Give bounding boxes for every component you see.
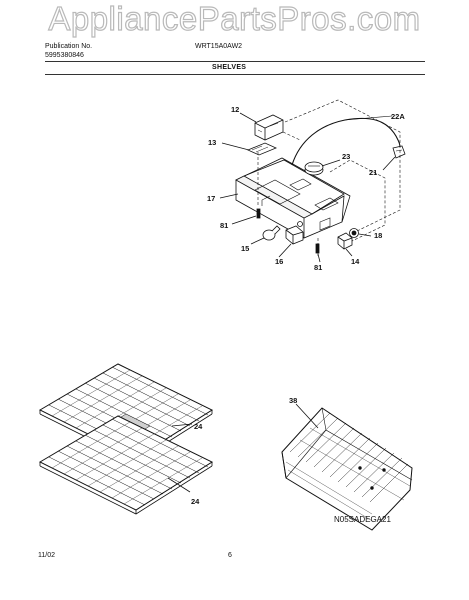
footer-date: 11/02 xyxy=(38,552,55,559)
part-16-socket xyxy=(285,225,304,245)
leader-81-right xyxy=(317,253,321,263)
callout-21: 21 xyxy=(369,168,377,177)
callout-81-right: 81 xyxy=(314,263,322,272)
header-rule-bottom xyxy=(45,74,425,75)
leader-15 xyxy=(250,237,265,245)
callout-15: 15 xyxy=(241,244,249,253)
part-12-cover xyxy=(254,114,284,141)
part-23-control-knob xyxy=(304,161,324,176)
callout-81-left: 81 xyxy=(220,221,228,230)
leader-24-upper xyxy=(171,423,193,427)
callout-18: 18 xyxy=(374,231,382,240)
part-24-wire-shelf-lower xyxy=(38,415,214,515)
leader-24-lower xyxy=(167,477,191,493)
leader-81-left xyxy=(231,215,257,225)
part-14-switch xyxy=(337,232,353,250)
leader-14 xyxy=(345,248,353,257)
callout-14: 14 xyxy=(351,257,360,266)
leader-13 xyxy=(221,142,250,151)
footer-page-number: 6 xyxy=(228,552,232,559)
part-17-light-housing xyxy=(235,157,351,239)
watermark-logo: AppliancePartsPros.com xyxy=(48,0,421,38)
header-rule-top xyxy=(45,61,425,62)
callout-22a: 22A xyxy=(391,112,405,121)
leader-12 xyxy=(239,112,257,123)
part-81-screw-left xyxy=(256,208,261,219)
publication-number: 5995380846 xyxy=(45,52,84,59)
section-title: SHELVES xyxy=(212,64,247,71)
callout-12: 12 xyxy=(231,105,239,114)
part-18-knob xyxy=(349,228,359,238)
callout-24-lower: 24 xyxy=(191,497,200,506)
callout-38: 38 xyxy=(289,396,297,405)
leader-16 xyxy=(278,243,292,258)
callout-24-upper: 24 xyxy=(194,422,203,431)
leader-18 xyxy=(358,233,372,237)
part-21-connector xyxy=(392,145,406,159)
callout-16: 16 xyxy=(275,257,283,266)
leader-38 xyxy=(295,403,319,429)
leader-23 xyxy=(321,159,341,167)
model-number: WRT15A0AW2 xyxy=(195,43,243,50)
part-81-screw-right xyxy=(315,243,320,254)
publication-label: Publication No. xyxy=(45,43,93,50)
callout-13: 13 xyxy=(208,138,216,147)
leader-21 xyxy=(382,156,396,171)
part-15-light-bulb xyxy=(262,225,281,241)
callout-23: 23 xyxy=(342,152,350,161)
diagram-code: N05SADEGA21 xyxy=(334,515,391,524)
part-38-wire-basket xyxy=(281,407,413,531)
leader-17 xyxy=(219,193,239,199)
part-13-shield xyxy=(246,142,278,156)
callout-17: 17 xyxy=(207,194,215,203)
